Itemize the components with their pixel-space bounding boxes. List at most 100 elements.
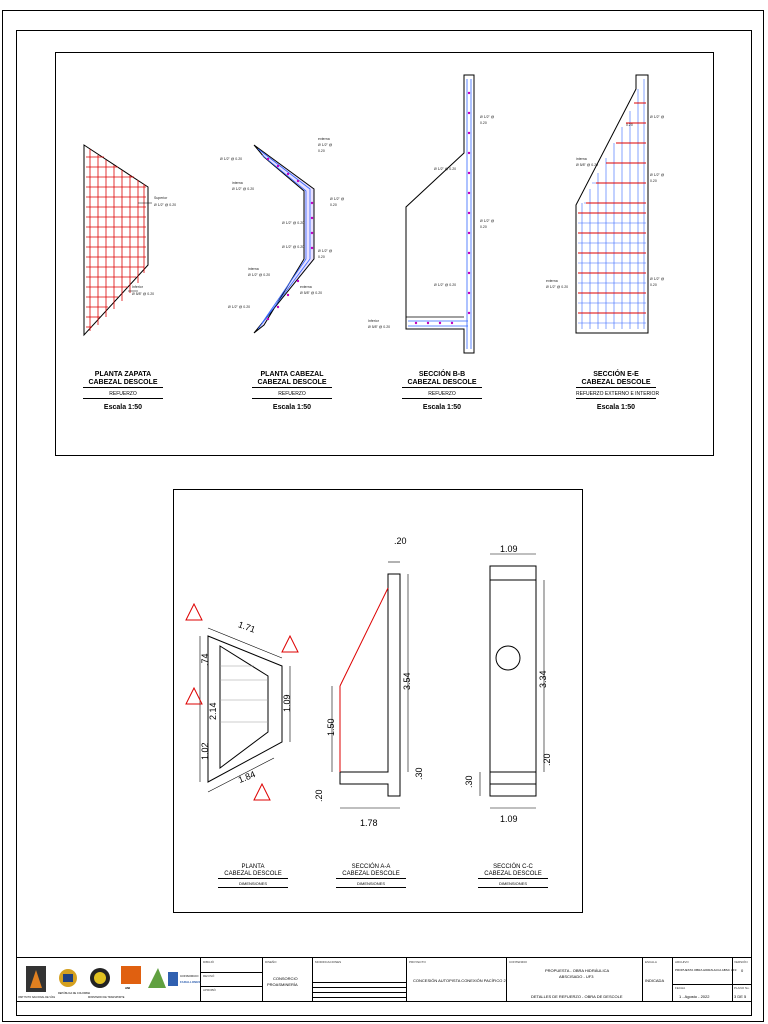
dim-sc-height: 3.34 xyxy=(538,670,548,688)
note-cabezal-interna-2: interna xyxy=(248,267,259,271)
note-cabezal-bar-7: Ø 1/2" @ xyxy=(318,249,333,253)
section-bb-drawing xyxy=(405,74,475,354)
logo-caption-colombia: REPÚBLICA DE COLOMBIA xyxy=(58,992,91,995)
dim-sc-top: 1.09 xyxy=(500,544,518,554)
note-cabezal-bar-3: Ø 1/2" @ xyxy=(318,143,333,147)
note-bb-bar-1: Ø 1/2" @ 0.20 xyxy=(434,167,457,171)
section-cc-dimension-drawing xyxy=(479,553,545,809)
note-ee-interna: interna xyxy=(576,157,587,161)
cap-aprobo: APROBÓ xyxy=(203,988,216,992)
label-zapata-plan: PLANTA ZAPATA CABEZAL DESCOLE REFUERZO E… xyxy=(83,371,163,412)
note-cabezal-bar-4: Ø 1/2" @ xyxy=(330,197,345,201)
designer-line-2: PROASMINERÍA xyxy=(267,982,298,987)
content-detail: DETALLES DE REFUERZO - OBRA DE DESCOLE xyxy=(531,994,623,999)
note-bb-inferior: Inferior xyxy=(368,319,379,323)
reinforcement-details-panel: Superior Ø 1/2" @ 0.20 Inferior Ø 5/8" @… xyxy=(55,52,714,456)
label-section-bb: SECCIÓN B-B CABEZAL DESCOLE REFUERZO Esc… xyxy=(402,371,482,412)
label-plan-dimensions: PLANTA CABEZAL DESCOLE DIMENSIONES xyxy=(218,864,288,888)
note-ee-externa: externa xyxy=(546,279,558,283)
title-block-sheet: VERSIÓN 0 PLANO No. 3 DE 5 xyxy=(733,958,752,1002)
dim-sa-base-right: .30 xyxy=(414,767,424,780)
title-block-content: CONTENIDO PROPUESTA - OBRA HIDRÁULICA AB… xyxy=(507,958,643,1002)
note-zapata-inferior-bar: Ø 5/8" @ 0.20 xyxy=(132,292,155,296)
note-ee-val-1: 0.20 xyxy=(626,123,633,127)
plan-dimension-drawing xyxy=(199,627,291,793)
label-section-cc-dimensions: SECCIÓN C-C CABEZAL DESCOLE DIMENSIONES xyxy=(478,864,548,888)
dim-sc-right: .20 xyxy=(542,753,552,766)
ani-logo-icon xyxy=(121,966,141,984)
logo-caption-invias: INSTITUTO NACIONAL DE VÍAS xyxy=(18,996,56,999)
title-block-project: PROYECTO CONCESIÓN AUTOPISTA CONEXIÓN PA… xyxy=(407,958,507,1002)
mintransporte-logo-icon xyxy=(90,968,110,988)
cap-diseno: DISEÑO xyxy=(265,960,277,964)
note-ee-val-3: 0.20 xyxy=(650,283,657,287)
note-cabezal-bar-8: Ø 1/2" @ 0.20 xyxy=(248,273,271,277)
title-block-logos: INSTITUTO NACIONAL DE VÍAS REPÚBLICA DE … xyxy=(16,958,201,1002)
note-ee-bar-2: Ø 5/8" @ 0.20 xyxy=(576,163,599,167)
cap-version: VERSIÓN xyxy=(734,960,748,964)
title-block: INSTITUTO NACIONAL DE VÍAS REPÚBLICA DE … xyxy=(16,957,752,1002)
colombia-shield-icon xyxy=(59,969,77,987)
section-aa-dimension-drawing xyxy=(331,561,409,809)
dim-sa-height: 3.54 xyxy=(402,672,412,690)
dim-plan-b: 2.14 xyxy=(208,702,218,720)
dim-sa-top: .20 xyxy=(394,536,407,546)
cap-modificaciones: MODIFICACIONES xyxy=(315,960,342,964)
logo-caption-consorcio: CONSORCIO xyxy=(180,974,199,978)
farallones-logo-icon xyxy=(148,968,178,988)
note-cabezal-bar-1: Ø 1/2" @ 0.20 xyxy=(220,157,243,161)
note-bb-bar-3: Ø 1/2" @ xyxy=(480,219,495,223)
note-cabezal-bar-9: Ø 5/8" @ 0.20 xyxy=(300,291,323,295)
cap-reviso: REVISÓ xyxy=(203,974,215,978)
cap-plano: PLANO No. xyxy=(734,986,750,990)
reinforcement-drawings xyxy=(83,74,649,354)
dim-plan-right: 1.09 xyxy=(282,694,292,712)
note-ee-val-2: 0.20 xyxy=(650,179,657,183)
note-cabezal-val-3: 0.20 xyxy=(318,255,325,259)
content-sub: ABSCISADO - UF3 xyxy=(559,974,594,979)
dim-plan-a: .74 xyxy=(200,653,210,666)
note-cabezal-val-1: 0.20 xyxy=(318,149,325,153)
dimensions-panel: 1.71 .74 2.14 1.02 1.09 1.84 .20 3.54 1.… xyxy=(173,489,583,913)
note-bb-bar-4: Ø 1/2" @ 0.20 xyxy=(434,283,457,287)
file-name: PROPUESTA OBRA HIDRAULICA ABSC UF3 xyxy=(675,968,737,972)
dimension-drawings xyxy=(185,553,545,809)
scale-value: INDICADA xyxy=(645,978,665,983)
note-zapata-superior: Superior xyxy=(154,196,168,200)
dim-sa-width: 1.78 xyxy=(360,818,378,828)
note-ee-bar-1: Ø 1/2" @ xyxy=(650,115,665,119)
title-block-modifications: MODIFICACIONES xyxy=(313,958,407,1002)
cap-fecha: FECHA xyxy=(675,986,686,990)
label-cabezal-plan: PLANTA CABEZAL CABEZAL DESCOLE REFUERZO … xyxy=(252,371,332,412)
cap-proyecto: PROYECTO xyxy=(409,960,426,964)
cap-contenido: CONTENIDO xyxy=(509,960,527,964)
section-ee-drawing xyxy=(575,74,649,334)
title-block-scale: ESCALA INDICADA xyxy=(643,958,673,1002)
dim-plan-c: 1.02 xyxy=(200,742,210,760)
institution-logos xyxy=(26,966,178,992)
note-cabezal-bar-10: Ø 1/2" @ 0.20 xyxy=(228,305,251,309)
dim-sa-slope: 1.50 xyxy=(326,718,336,736)
dim-sa-base-left: .20 xyxy=(314,789,324,802)
note-cabezal-interna: interna xyxy=(232,181,243,185)
cap-dibujo: DIBUJÓ xyxy=(203,960,215,964)
sheet-value: 3 DE 5 xyxy=(734,994,747,999)
cap-escala: ESCALA xyxy=(645,960,657,964)
dim-sc-bottom: 1.09 xyxy=(500,814,518,824)
title-block-signatures: DIBUJÓ REVISÓ APROBÓ xyxy=(201,958,263,1002)
logo-caption-mintransporte: MINISTERIO DE TRANSPORTE xyxy=(88,996,125,999)
title-block-file: ARCHIVO PROPUESTA OBRA HIDRAULICA ABSC U… xyxy=(673,958,737,1002)
note-zapata-superior-bar: Ø 1/2" @ 0.20 xyxy=(154,203,177,207)
label-section-aa-dimensions: SECCIÓN A-A CABEZAL DESCOLE DIMENSIONES xyxy=(336,864,406,888)
zapata-plan-drawing xyxy=(83,144,152,337)
dim-sc-left: .30 xyxy=(464,775,474,788)
sheet-outer-border xyxy=(2,10,764,1022)
title-block-designer: DISEÑO CONSORCIO PROASMINERÍA xyxy=(263,958,313,1002)
date-value: 1 - Agosto - 2022 xyxy=(679,994,710,999)
label-section-ee: SECCIÓN E-E CABEZAL DESCOLE REFUERZO EXT… xyxy=(576,371,660,411)
note-ee-bar-3: Ø 1/2" @ xyxy=(650,173,665,177)
logo-caption-ani: ANI xyxy=(125,986,131,990)
invias-logo-icon xyxy=(26,966,46,992)
note-bb-val-1: 0.20 xyxy=(480,121,487,125)
note-bb-bar-5: Ø 5/8" @ 0.20 xyxy=(368,325,391,329)
